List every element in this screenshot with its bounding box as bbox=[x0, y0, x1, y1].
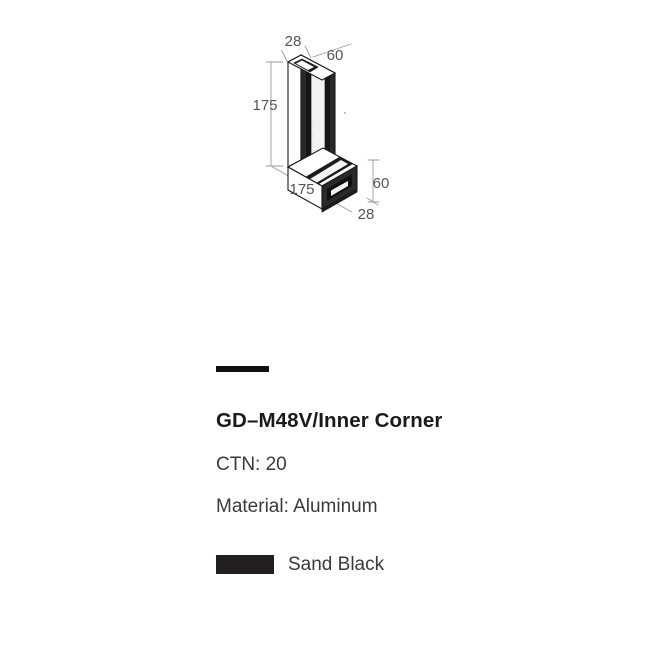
product-info-block: GD–M48V/Inner Corner CTN: 20 Material: A… bbox=[216, 358, 636, 576]
dimension-labels: 28 60 175 175 60 28 bbox=[252, 33, 389, 223]
profile-body bbox=[286, 54, 359, 213]
dimension-label-vertical-length: 175 bbox=[252, 97, 277, 114]
material-spec: Material: Aluminum bbox=[216, 496, 378, 518]
product-title: GD–M48V/Inner Corner bbox=[216, 409, 443, 432]
dimension-label-top-width: 28 bbox=[285, 33, 302, 50]
finish-color-label: Sand Black bbox=[288, 554, 385, 576]
title-divider-rule bbox=[216, 366, 269, 372]
dimension-label-right-depth: 60 bbox=[373, 175, 390, 192]
isometric-profile-svg: 28 60 175 175 60 28 bbox=[252, 33, 389, 223]
ctn-spec: CTN: 20 bbox=[216, 453, 287, 475]
finish-color-swatch[interactable] bbox=[216, 555, 274, 575]
dimension-label-bottom-width: 28 bbox=[358, 206, 375, 223]
finish-option-row[interactable]: Sand Black bbox=[216, 554, 636, 576]
dimension-label-horizontal-length: 175 bbox=[289, 181, 314, 198]
dimension-label-top-depth: 60 bbox=[327, 47, 344, 64]
product-drawing: 28 60 175 175 60 28 bbox=[0, 0, 645, 260]
